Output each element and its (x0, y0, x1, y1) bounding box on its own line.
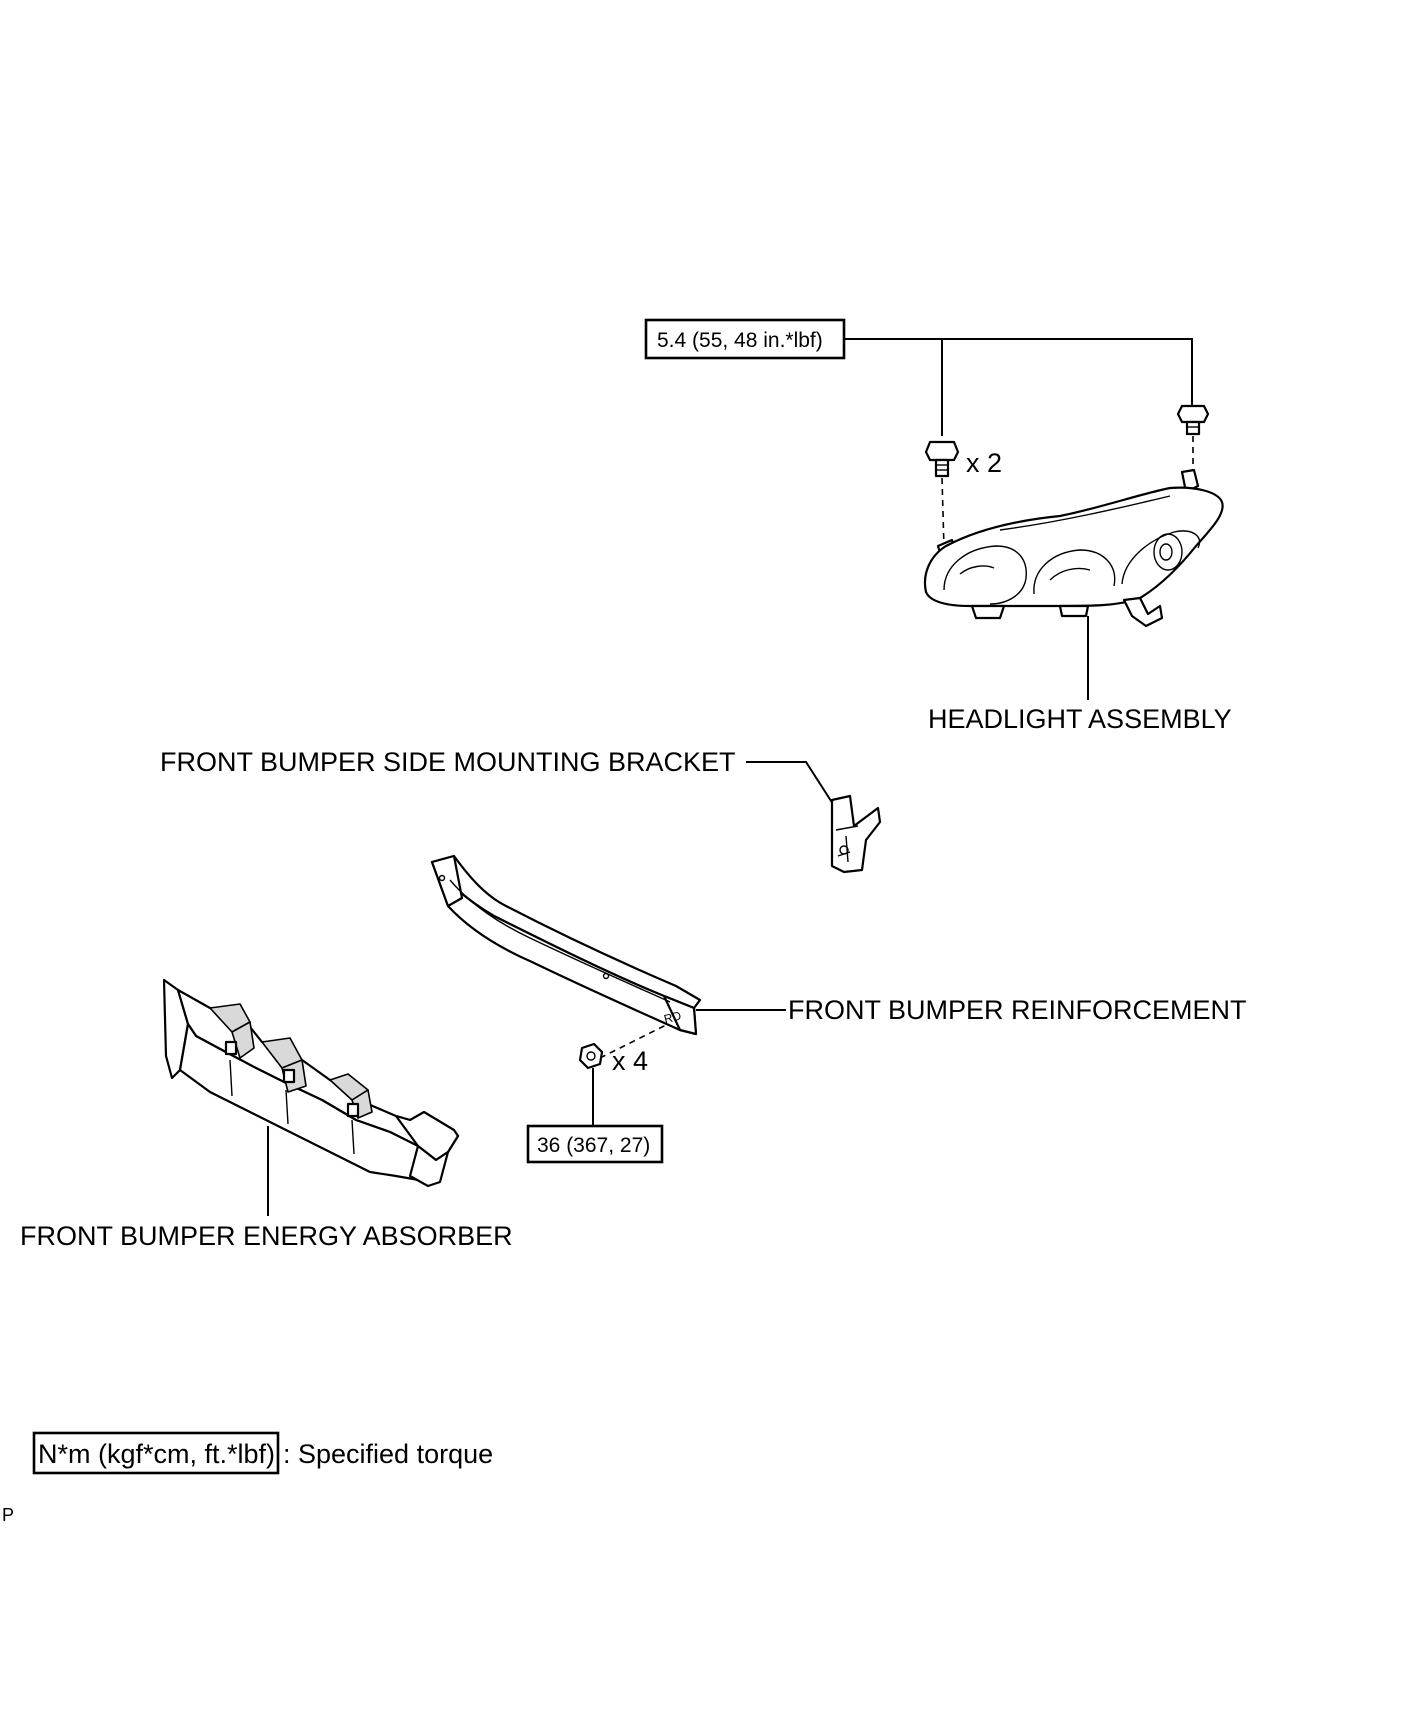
footer-code: P (2, 1505, 14, 1525)
reinforcement-torque-text: 36 (367, 27) (537, 1134, 650, 1157)
headlight-bolt-right-icon (1176, 404, 1210, 436)
front-bumper-reinforcement-label: FRONT BUMPER REINFORCEMENT (788, 995, 1247, 1025)
headlight-torque-callout: 5.4 (55, 48 in.*lbf) (644, 318, 1193, 436)
svg-text:RD: RD (662, 1008, 683, 1026)
nut-path-dash (599, 1023, 669, 1059)
headlight-torque-text: 5.4 (55, 48 in.*lbf) (657, 329, 823, 352)
side-mounting-bracket-label: FRONT BUMPER SIDE MOUNTING BRACKET (160, 747, 736, 777)
side-mounting-bracket-drawing (830, 794, 882, 874)
bracket-leader (746, 761, 843, 819)
legend-unit-box (32, 1431, 280, 1475)
reinforcement-nut-quantity: x 4 (612, 1046, 648, 1076)
bolt-path-dash-left (941, 477, 945, 549)
reinforcement-torque-box (526, 1124, 664, 1164)
headlight-bolt-quantity: x 2 (966, 448, 1002, 478)
reinforcement-nut-icon (578, 1042, 604, 1070)
headlight-torque-box (644, 318, 846, 360)
legend-unit-text: N*m (kgf*cm, ft.*lbf) (38, 1439, 275, 1469)
headlight-assembly-label: HEADLIGHT ASSEMBLY (928, 704, 1232, 734)
legend-description: : Specified torque (283, 1439, 493, 1469)
headlight-assembly-drawing (923, 468, 1224, 628)
front-bumper-reinforcement-drawing: RD (430, 854, 702, 1036)
torque-leader-right (844, 338, 1193, 405)
front-bumper-energy-absorber-drawing (162, 978, 460, 1188)
front-bumper-energy-absorber-label: FRONT BUMPER ENERGY ABSORBER (20, 1221, 513, 1251)
headlight-bolt-icon (924, 440, 960, 478)
